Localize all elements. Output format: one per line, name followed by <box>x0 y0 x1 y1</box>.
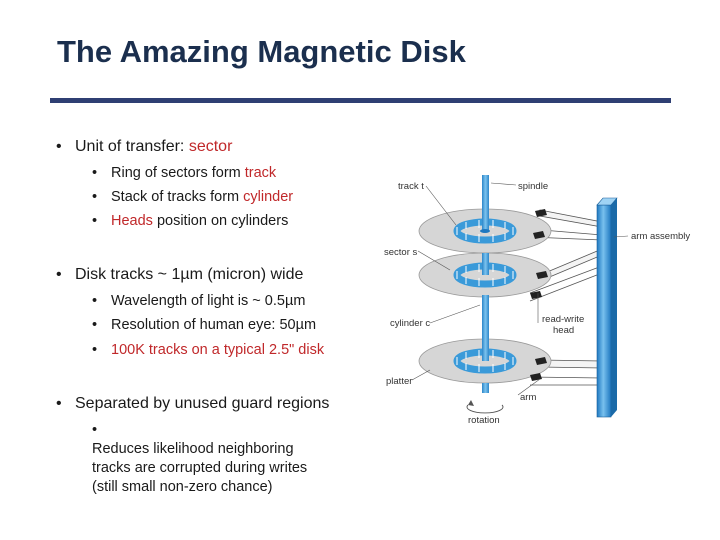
platter-bottom <box>418 295 552 384</box>
bullet-text: Reduces likelihood neighboring tracks ar… <box>92 441 308 495</box>
bullet-text: Stack of tracks form <box>111 189 244 205</box>
rotation-arrow <box>466 404 504 414</box>
bullet-highlight: Heads <box>111 213 153 229</box>
bullet-dot: • <box>92 165 98 181</box>
label-arm-assembly: arm assembly <box>631 231 690 242</box>
sub-bullet-100k-tracks: • 100K tracks on a typical 2.5" disk <box>92 342 324 358</box>
label-sector: sector s <box>384 247 418 258</box>
sub-bullet-stack-of-tracks: • Stack of tracks form cylinder <box>92 189 293 205</box>
disk-diagram: track t spindle arm assembly sector s cy… <box>384 175 690 426</box>
leader-lines <box>411 182 629 396</box>
title-divider <box>50 98 671 103</box>
bullet-dot: • <box>56 395 62 412</box>
bullet-text: Resolution of human eye: 50µm <box>111 317 317 333</box>
label-cylinder: cylinder c <box>390 318 430 329</box>
slide-content: • Unit of transfer: sector • Ring of secto… <box>56 138 332 497</box>
label-platter: platter <box>386 376 412 387</box>
bullet-text: Ring of sectors form <box>111 165 245 181</box>
sub-bullet-resolution: • Resolution of human eye: 50µm <box>92 317 316 333</box>
bullet-unit-of-transfer: • Unit of transfer: sector <box>56 138 232 156</box>
bullet-text: Unit of transfer: <box>75 138 189 155</box>
bullet-text: Separated by unused guard regions <box>75 395 330 412</box>
bullet-dot: • <box>92 213 98 229</box>
label-read-write: read-write <box>542 314 584 325</box>
bullet-highlight: track <box>244 165 277 181</box>
bullet-guard-regions: • Separated by unused guard regions <box>56 395 329 413</box>
arm-assembly-column <box>596 197 618 418</box>
bullet-highlight: 100K tracks on a typical 2.5" disk <box>111 342 325 358</box>
sub-bullet-reduces-likelihood: • Reduces likelihood neighboring tracks a… <box>92 421 332 497</box>
bullet-text: Disk tracks ~ 1µm (micron) wide <box>75 266 304 283</box>
platter-middle <box>418 252 552 299</box>
bullet-dot: • <box>56 266 62 283</box>
bullet-dot: • <box>92 317 98 333</box>
label-track: track t <box>398 181 424 192</box>
bullet-text: Wavelength of light is ~ 0.5µm <box>111 293 306 309</box>
slide-title: The Amazing Magnetic Disk <box>57 34 466 69</box>
sub-bullet-heads-position: • Heads position on cylinders <box>92 213 288 229</box>
label-head: head <box>553 325 574 336</box>
label-spindle: spindle <box>518 181 548 192</box>
bullet-dot: • <box>92 189 98 205</box>
bullet-text: position on cylinders <box>152 213 289 229</box>
label-arm: arm <box>520 392 536 403</box>
bullet-disk-tracks: • Disk tracks ~ 1µm (micron) wide <box>56 266 303 284</box>
bullet-highlight: sector <box>188 138 233 155</box>
label-rotation: rotation <box>468 415 500 426</box>
bullet-highlight: cylinder <box>243 189 294 205</box>
bullet-dot: • <box>92 342 98 358</box>
sub-bullet-ring-of-sectors: • Ring of sectors form track <box>92 165 276 181</box>
bullet-dot: • <box>92 293 98 309</box>
sub-bullet-wavelength: • Wavelength of light is ~ 0.5µm <box>92 293 305 309</box>
bullet-dot: • <box>56 138 62 155</box>
bullet-dot: • <box>92 422 98 438</box>
